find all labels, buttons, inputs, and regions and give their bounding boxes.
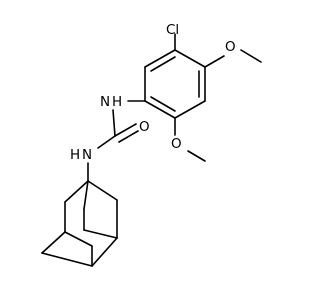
molecule-canvas: Cl O O N H O H N	[41, 22, 262, 267]
cage-bond-11	[64, 231, 93, 247]
ring-bond-c4-c5	[174, 100, 206, 119]
bond-o-ch3-ortho	[187, 150, 206, 162]
amine-h-adamantyl-label: H	[70, 147, 80, 163]
chlorine-label: Cl	[166, 22, 179, 38]
amine-n-adamantyl-label: N	[82, 147, 92, 163]
amine-h-aryl-label: H	[112, 94, 122, 110]
methoxy-oxygen-ortho-label: O	[171, 136, 182, 152]
bond-c3-o	[204, 55, 225, 68]
bond-c-o-urea-1	[114, 123, 137, 137]
bond-c-o-urea-2	[118, 130, 139, 143]
cage-bond-3	[91, 237, 118, 267]
cage-bond-10	[83, 229, 118, 239]
bond-n-c-urea	[112, 109, 116, 137]
cage-bond-4	[41, 252, 93, 267]
adamantyl-cage	[41, 180, 118, 267]
ring-bond-c5-c6	[144, 100, 176, 119]
ring-double-c1-c2	[150, 56, 176, 72]
cage-bond-8	[83, 180, 89, 210]
cage-bond-5	[41, 231, 66, 254]
cage-bond-7	[64, 180, 89, 203]
ring-bond-c1-c2	[144, 49, 176, 68]
bond-c-n-lower	[97, 135, 116, 149]
structure-diagram: Cl O O N H O H N	[41, 22, 262, 267]
ring-double-c5-c6	[150, 96, 176, 112]
amine-n-aryl-label: N	[100, 94, 110, 110]
ring-bond-c2-c3	[174, 49, 206, 68]
bond-o-ch3-para	[240, 49, 262, 63]
cage-bond-1	[87, 180, 118, 201]
aromatic-ring	[144, 49, 206, 119]
methoxy-oxygen-para-label: O	[225, 39, 236, 55]
carbonyl-oxygen-label: O	[139, 119, 150, 135]
